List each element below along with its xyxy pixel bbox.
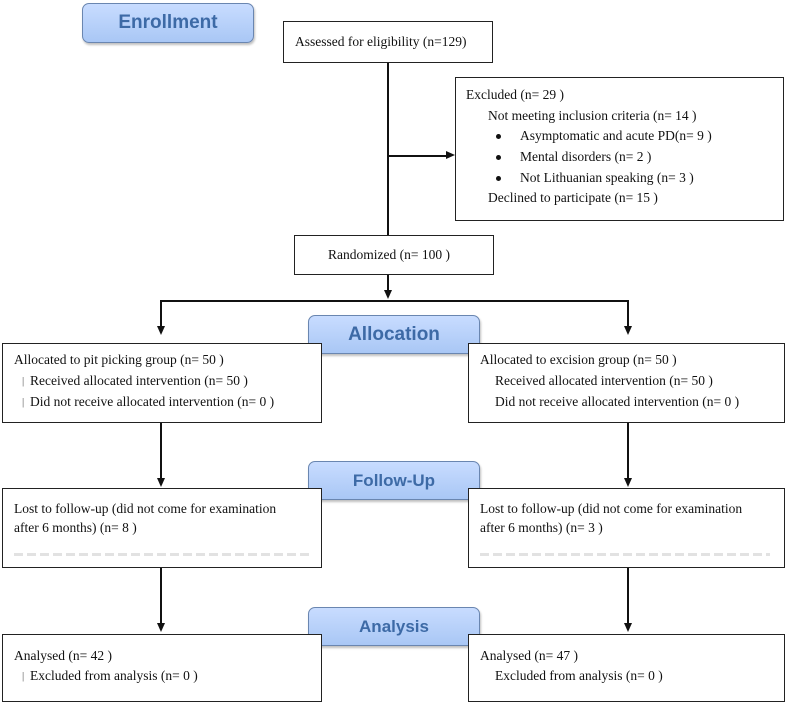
followup-right-box: Lost to follow-up (did not come for exam… [468,488,785,568]
faded-text-decoration [480,553,770,556]
lost-right-line-2: after 6 months) (n= 3 ) [480,520,603,535]
stage-enrollment-label: Enrollment [118,12,218,33]
allocated-right-text: Allocated to excision group (n= 50 ) [480,352,677,367]
connector-right-followup-down [627,568,629,624]
excluded-analysis-left-text: Excluded from analysis (n= 0 ) [30,668,198,683]
arrow-down-icon [157,478,165,487]
analysed-left-text: Analysed (n= 42 ) [14,648,112,663]
bullet-icon [496,176,501,181]
lost-left-line-2: after 6 months) (n= 8 ) [14,520,137,535]
faded-text-decoration [14,553,309,556]
connector-main-vertical [387,63,389,235]
excluded-analysis-right-text: Excluded from analysis (n= 0 ) [495,668,663,683]
allocation-left-box: Allocated to pit picking group (n= 50 ) … [2,343,322,423]
stage-enrollment: Enrollment [82,3,254,43]
received-left-text: Received allocated intervention (n= 50 ) [30,373,248,388]
randomized-box: Randomized (n= 100 ) [294,235,494,275]
connector-right-branch [627,300,629,326]
bullet-icon [496,155,501,160]
not-meeting-criteria: Not meeting inclusion criteria (n= 14 ) [488,108,697,123]
allocated-left-text: Allocated to pit picking group (n= 50 ) [14,352,224,367]
connector-to-excluded [388,155,446,157]
assessed-box: Assessed for eligibility (n=129) [283,21,493,63]
excluded-box: Excluded (n= 29 ) Not meeting inclusion … [455,77,784,221]
connector-left-branch [160,300,162,326]
marker-icon: | [22,396,25,408]
arrow-down-icon [157,326,165,335]
assessed-text: Assessed for eligibility (n=129) [295,34,467,49]
connector-left-followup-down [160,568,162,624]
not-received-left-text: Did not receive allocated intervention (… [30,394,275,409]
lost-left-line-1: Lost to follow-up (did not come for exam… [14,501,277,516]
not-received-right-text: Did not receive allocated intervention (… [495,394,740,409]
received-right-text: Received allocated intervention (n= 50 ) [495,373,713,388]
arrow-down-icon [624,623,632,632]
bullet-icon [496,134,501,139]
connector-left-allocation-down [160,423,162,479]
excluded-bullet-1: Asymptomatic and acute PD(n= 9 ) [520,128,712,143]
marker-icon: | [22,375,25,387]
arrow-down-icon [384,290,392,299]
excluded-bullet-2: Mental disorders (n= 2 ) [520,149,652,164]
stage-allocation-label: Allocation [348,324,440,345]
stage-follow-up-label: Follow-Up [352,471,436,490]
excluded-title: Excluded (n= 29 ) [466,87,564,102]
declined-text: Declined to participate (n= 15 ) [488,190,658,205]
randomized-text: Randomized (n= 100 ) [328,247,450,262]
analysed-right-text: Analysed (n= 47 ) [480,648,578,663]
stage-analysis: Analysis [308,607,480,646]
connector-split-horizontal [160,300,628,302]
analysis-right-box: Analysed (n= 47 ) Excluded from analysis… [468,634,785,702]
stage-follow-up: Follow-Up [308,461,480,500]
lost-right-line-1: Lost to follow-up (did not come for exam… [480,501,743,516]
arrow-down-icon [624,478,632,487]
arrow-to-excluded-icon [446,151,455,159]
connector-randomized-down [387,275,389,291]
arrow-down-icon [157,623,165,632]
stage-allocation: Allocation [308,315,480,354]
connector-right-allocation-down [627,423,629,479]
excluded-bullet-3: Not Lithuanian speaking (n= 3 ) [520,170,694,185]
analysis-left-box: Analysed (n= 42 ) | Excluded from analys… [2,634,322,702]
marker-icon: | [22,670,25,682]
allocation-right-box: Allocated to excision group (n= 50 ) Rec… [468,343,785,423]
followup-left-box: Lost to follow-up (did not come for exam… [2,488,322,568]
arrow-down-icon [624,326,632,335]
stage-analysis-label: Analysis [359,617,429,636]
